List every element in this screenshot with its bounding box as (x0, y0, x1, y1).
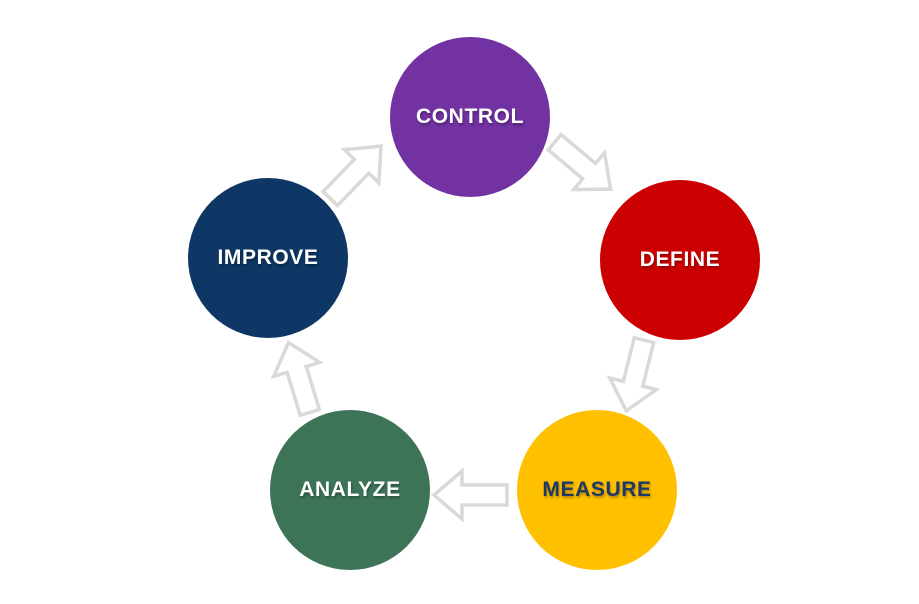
node-define: DEFINE (600, 180, 760, 340)
arrow-analyze-to-improve-icon (270, 340, 324, 418)
node-analyze: ANALYZE (270, 410, 430, 570)
node-improve-label: IMPROVE (217, 246, 319, 269)
node-measure-label: MEASURE (542, 478, 652, 501)
arrow-improve-to-control-icon (320, 144, 383, 209)
node-measure: MEASURE (517, 410, 677, 570)
node-define-label: DEFINE (639, 248, 721, 271)
arrow-measure-to-analyze-icon (431, 467, 509, 523)
node-improve: IMPROVE (188, 178, 348, 338)
arrow-define-to-measure-icon (606, 335, 661, 414)
node-control: CONTROL (390, 37, 550, 197)
node-analyze-label: ANALYZE (299, 478, 401, 501)
arrow-control-to-define-icon (545, 132, 613, 192)
node-control-label: CONTROL (415, 105, 525, 128)
